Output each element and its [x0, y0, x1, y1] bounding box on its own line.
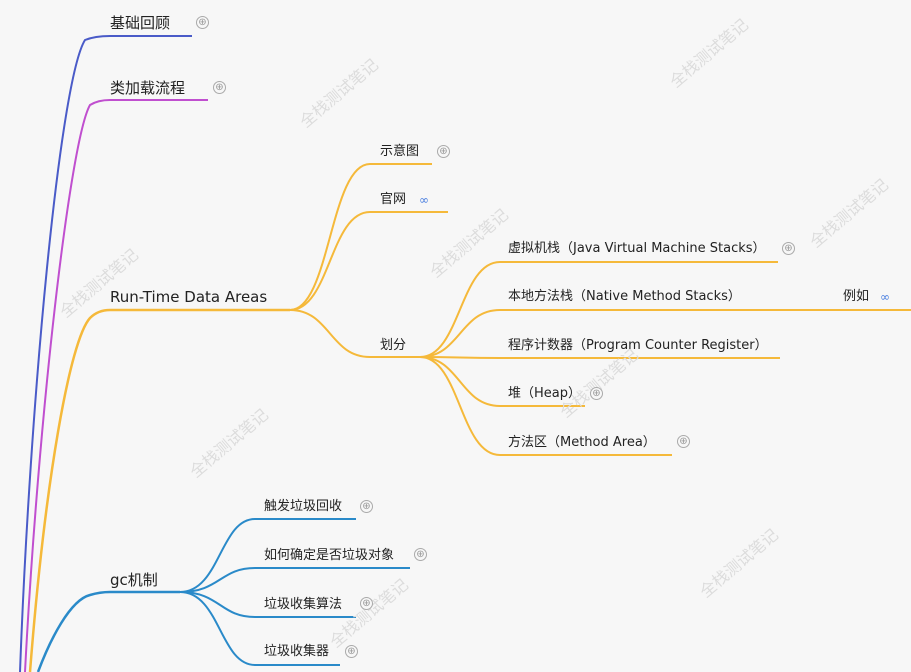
node-method-area[interactable]: 方法区（Method Area） [508, 435, 656, 450]
expand-icon[interactable]: ⊕ [782, 242, 795, 255]
expand-icon[interactable]: ⊕ [437, 145, 450, 158]
node-gc-determine[interactable]: 如何确定是否垃圾对象 [264, 548, 395, 563]
node-runtime[interactable]: Run-Time Data Areas [110, 288, 268, 306]
node-gc[interactable]: gc机制 [110, 571, 158, 589]
branch-gc [36, 590, 180, 672]
node-pc[interactable]: 程序计数器（Program Counter Register） [508, 338, 768, 353]
node-gc-algo[interactable]: 垃圾收集算法 [264, 597, 343, 612]
node-gc-trigger[interactable]: 触发垃圾回收 [264, 499, 343, 514]
link-icon[interactable]: ∞ [880, 290, 890, 304]
node-heap[interactable]: 堆（Heap） [508, 386, 581, 401]
branch-runtime [28, 308, 290, 672]
node-gc-collector[interactable]: 垃圾收集器 [264, 644, 330, 659]
expand-icon[interactable]: ⊕ [590, 387, 603, 400]
node-diagram[interactable]: 示意图 [380, 144, 420, 159]
expand-icon[interactable]: ⊕ [360, 597, 373, 610]
node-official[interactable]: 官网 [380, 192, 407, 207]
node-example[interactable]: 例如 [843, 289, 870, 304]
expand-icon[interactable]: ⊕ [677, 435, 690, 448]
expand-icon[interactable]: ⊕ [213, 81, 226, 94]
node-divide[interactable]: 划分 [380, 338, 407, 353]
link-icon[interactable]: ∞ [419, 193, 429, 207]
branch-basics [19, 35, 192, 672]
node-jvm-stacks[interactable]: 虚拟机栈（Java Virtual Machine Stacks） [508, 241, 766, 256]
expand-icon[interactable]: ⊕ [414, 548, 427, 561]
node-native-stacks[interactable]: 本地方法栈（Native Method Stacks） [508, 289, 741, 304]
expand-icon[interactable]: ⊕ [345, 645, 358, 658]
node-classload[interactable]: 类加载流程 [110, 79, 186, 97]
branch-classload [24, 99, 208, 672]
node-basics[interactable]: 基础回顾 [110, 14, 171, 32]
expand-icon[interactable]: ⊕ [196, 16, 209, 29]
expand-icon[interactable]: ⊕ [360, 500, 373, 513]
